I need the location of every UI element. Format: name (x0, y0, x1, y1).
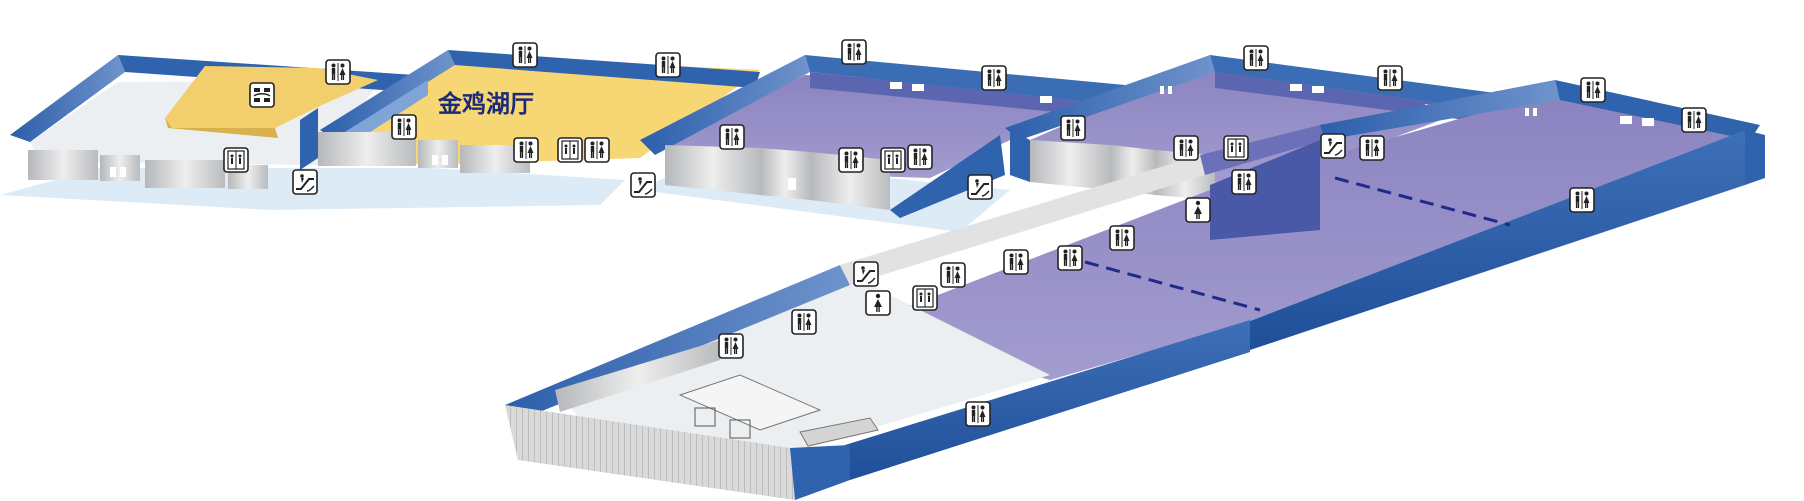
hall-wall (1200, 125, 1325, 175)
hall-wall (1745, 130, 1765, 185)
hall-wall (840, 155, 1205, 285)
door (788, 178, 796, 190)
hall-wall (1005, 55, 1215, 140)
hall-wall (1010, 130, 1030, 182)
escalator-icon (1320, 133, 1346, 159)
hall-wall (810, 152, 890, 210)
elevator-icon (880, 147, 906, 173)
door (694, 407, 716, 427)
hall-wall (805, 55, 1125, 105)
main-exhibition-hall (505, 80, 1765, 500)
elevator-icon (1223, 135, 1249, 161)
hall-wall (1210, 140, 1320, 240)
door (110, 167, 116, 177)
partition-line (1084, 260, 1261, 312)
restroom-icon (1057, 245, 1083, 271)
restroom-icon (718, 333, 744, 359)
window (1040, 96, 1052, 103)
hall-label: 金鸡湖厅 (437, 90, 534, 118)
door (432, 155, 438, 165)
restroom-icon (1580, 77, 1606, 103)
escalator-icon (853, 261, 879, 287)
restroom-icon (1377, 65, 1403, 91)
restroom-icon (791, 309, 817, 335)
restroom-icon (1359, 135, 1385, 161)
hall-wall (810, 72, 1118, 118)
elevator-icon (912, 285, 938, 311)
lounge-wall (165, 118, 278, 138)
hall-wall (555, 340, 720, 412)
restroom-icon (1681, 107, 1707, 133)
hall-floor (860, 90, 1745, 380)
restroom-icon (1231, 169, 1257, 195)
hall-wall (1030, 140, 1110, 190)
hall-wall (665, 145, 760, 195)
upper-hall (640, 55, 1125, 232)
window (1533, 108, 1537, 116)
elevator-icon (223, 147, 249, 173)
hall-wall (845, 320, 1250, 480)
door (729, 419, 751, 439)
seating-icon (249, 82, 275, 108)
restroom-icon (841, 39, 867, 65)
hall-wall (1555, 80, 1760, 140)
restroom-icon (512, 42, 538, 68)
window (1290, 84, 1302, 91)
window (1312, 86, 1324, 93)
restroom-icon (1569, 187, 1595, 213)
restroom-icon (1060, 115, 1086, 141)
restroom-icon (1109, 225, 1135, 251)
hall-wall (505, 405, 795, 500)
window (890, 82, 902, 89)
hall-wall (678, 374, 822, 431)
room-wall (28, 150, 98, 180)
room-wall (300, 108, 318, 170)
window (1525, 108, 1529, 116)
hall-floor (555, 280, 1050, 450)
hall-wall (790, 445, 850, 500)
restroom-icon (965, 401, 991, 427)
door (120, 167, 126, 177)
restroom-icon (1003, 249, 1029, 275)
female-icon (865, 290, 891, 316)
window (1642, 118, 1654, 126)
restroom-icon (391, 114, 417, 140)
escalator-icon (630, 172, 656, 198)
restroom-icon (584, 137, 610, 163)
hall-wall (1210, 55, 1510, 112)
hall-wall (760, 148, 810, 200)
partition-line (1334, 176, 1511, 227)
window (1160, 86, 1164, 94)
restroom-icon (655, 52, 681, 78)
hall-wall (1320, 80, 1560, 140)
restroom-icon (907, 144, 933, 170)
escalator-icon (967, 174, 993, 200)
window (912, 84, 924, 91)
restroom-icon (940, 262, 966, 288)
hall-wall (640, 55, 810, 155)
restroom-icon (719, 124, 745, 150)
hall-wall (799, 417, 879, 447)
hall-wall (890, 135, 1005, 218)
hall-wall (320, 50, 455, 140)
hall-wall (1240, 130, 1745, 350)
restroom-icon (1173, 135, 1199, 161)
door (442, 155, 448, 165)
room-wall (145, 160, 225, 188)
room-wall (10, 55, 125, 142)
hall-wall (340, 80, 428, 148)
window (1620, 116, 1632, 124)
restroom-icon (981, 65, 1007, 91)
east-hall (1005, 55, 1510, 200)
restroom-icon (1243, 45, 1269, 71)
window (1168, 86, 1172, 94)
elevator-icon (557, 137, 583, 163)
female-icon (1185, 197, 1211, 223)
escalator-icon (292, 169, 318, 195)
restroom-icon (513, 137, 539, 163)
restroom-icon (838, 147, 864, 173)
restroom-icon (325, 59, 351, 85)
